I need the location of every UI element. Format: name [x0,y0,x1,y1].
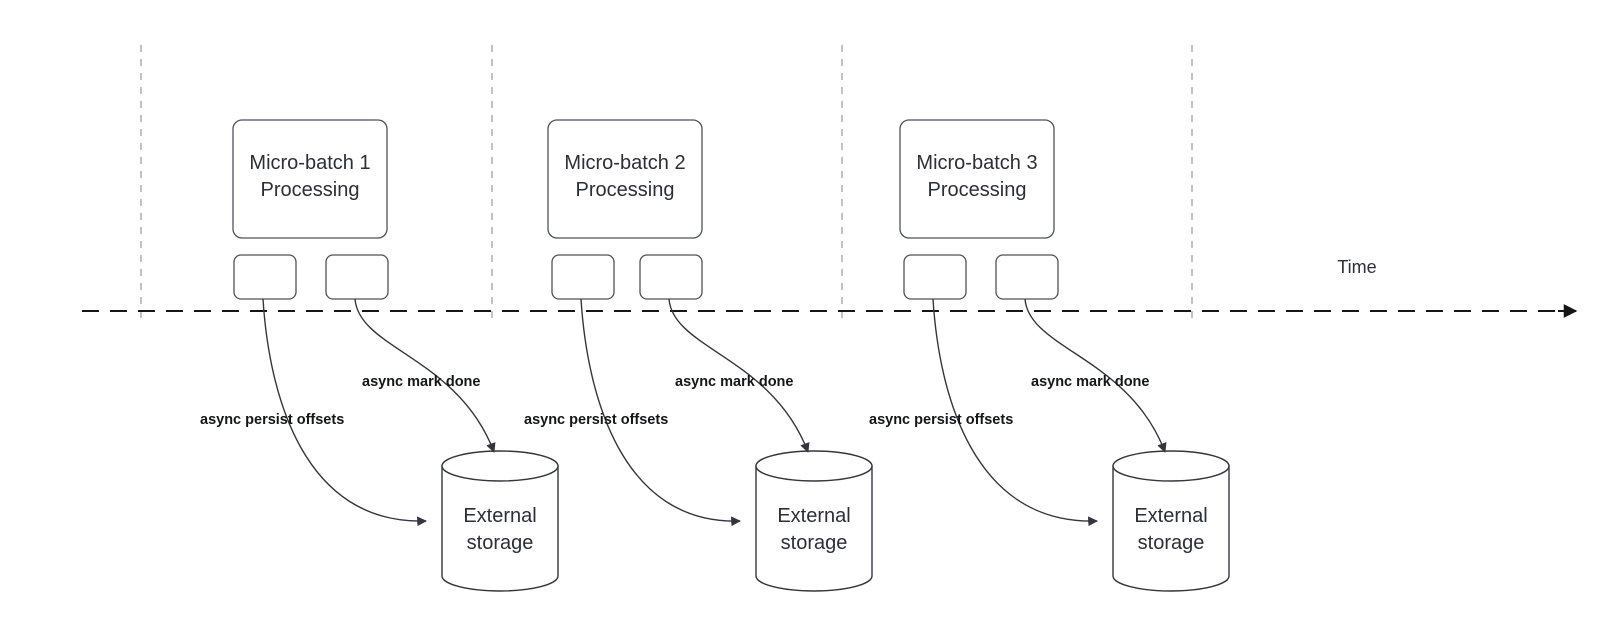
storage-label-line1-1: External [463,505,536,527]
task-box-3a[interactable] [903,254,967,300]
task-box-1a[interactable] [233,254,297,300]
storage-label-line2-1: storage [467,532,534,554]
async-persist-offsets-label-2: async persist offsets [524,412,668,428]
micro-batch-label-line2-1: Processing [261,179,360,201]
async-mark-done-label-3: async mark done [1031,374,1149,390]
micro-batch-label-line1-3: Micro-batch 3 [916,152,1037,174]
storage-label-line2-2: storage [781,532,848,554]
async-mark-done-arrow-2 [668,298,810,453]
storage-cylinder-body-1[interactable] [441,465,559,592]
storage-label-line2-3: storage [1138,532,1205,554]
async-persist-offsets-arrow-1 [262,298,427,527]
task-box-3b[interactable] [995,254,1059,300]
storage-cylinder-body-2[interactable] [755,465,873,592]
micro-batch-box-1[interactable] [232,119,388,239]
storage-label-line1-2: External [777,505,850,527]
time-axis-label: Time [1337,257,1376,277]
async-mark-done-arrow-3 [1024,298,1167,453]
storage-label-line1-3: External [1134,505,1207,527]
async-persist-offsets-arrow-3 [932,298,1098,527]
async-persist-offsets-label-3: async persist offsets [869,412,1013,428]
storage-cylinder-top-2 [755,450,873,482]
storage-cylinder-top-1 [441,450,559,482]
micro-batch-label-line1-2: Micro-batch 2 [564,152,685,174]
async-mark-done-label-1: async mark done [362,374,480,390]
task-box-2a[interactable] [551,254,615,300]
micro-batch-label-line1-1: Micro-batch 1 [249,152,370,174]
task-box-1b[interactable] [325,254,389,300]
storage-cylinder-top-3 [1112,450,1230,482]
storage-cylinder-body-3[interactable] [1112,465,1230,592]
async-mark-done-arrow-1 [354,298,496,453]
async-persist-offsets-label-1: async persist offsets [200,412,344,428]
divider-lines [140,45,1193,318]
async-persist-offsets-arrow-2 [580,298,741,527]
micro-batch-label-line2-3: Processing [928,179,1027,201]
micro-batch-box-2[interactable] [547,119,703,239]
task-box-2b[interactable] [639,254,703,300]
async-mark-done-label-2: async mark done [675,374,793,390]
micro-batch-label-line2-2: Processing [576,179,675,201]
micro-batch-box-3[interactable] [899,119,1055,239]
timeline-axis: Time [82,257,1578,318]
